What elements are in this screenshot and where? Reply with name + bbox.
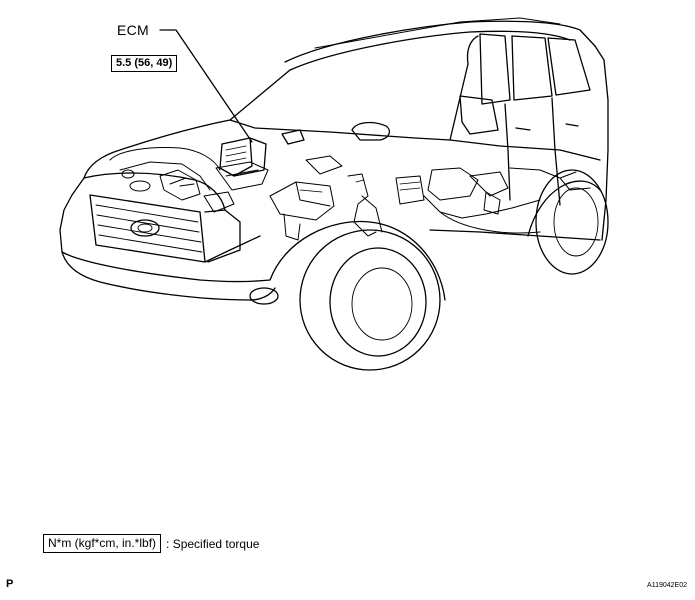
front-bumper	[61, 235, 279, 305]
ecm-leader-line	[159, 29, 253, 143]
sensor-cowl	[351, 121, 391, 141]
ecm-module	[219, 137, 267, 177]
front-wheel	[269, 220, 446, 371]
ecm-label: ECM	[117, 22, 150, 38]
floor-components	[395, 167, 591, 234]
front-grille	[89, 194, 206, 263]
relay-block	[269, 155, 343, 241]
figure-code: A119042E02	[647, 582, 687, 589]
ecm-torque-spec: 5.5 (56, 49)	[111, 55, 178, 72]
air-flow-meter	[281, 129, 305, 145]
accelerator-pedal-harness	[347, 173, 383, 237]
rear-wheel	[527, 169, 609, 275]
engine-assembly	[109, 147, 269, 213]
page-letter: P	[6, 578, 14, 590]
vehicle-body	[59, 17, 609, 253]
torque-legend: N*m (kgf*cm, in.*lbf) : Specified torque	[43, 534, 259, 553]
torque-unit-box: N*m (kgf*cm, in.*lbf)	[43, 534, 162, 553]
torque-legend-text: : Specified torque	[166, 536, 260, 551]
